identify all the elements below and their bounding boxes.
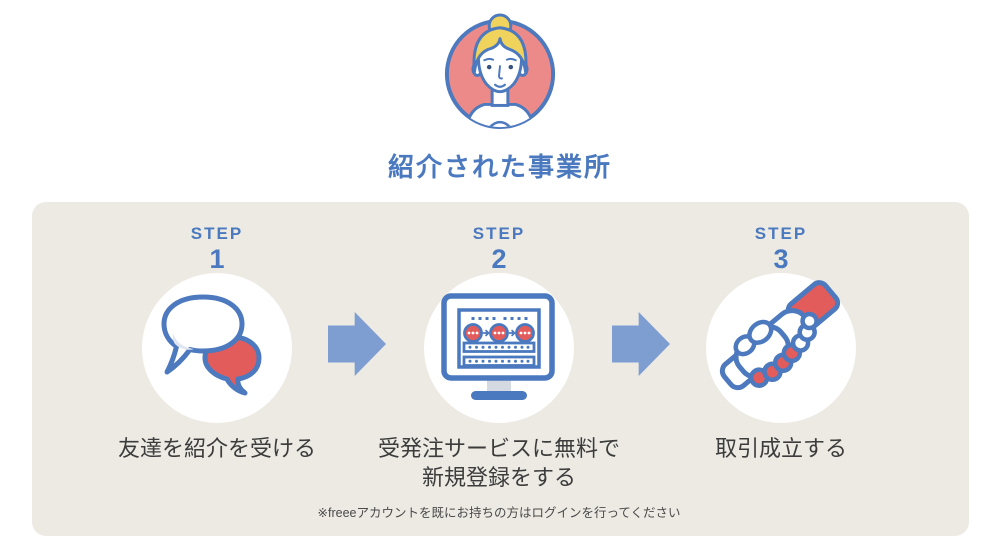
step-3-caption: 取引成立する — [714, 436, 847, 462]
step-1: STEP 1 友達を紹介を受ける — [27, 202, 407, 464]
order-service-monitor-icon — [441, 293, 555, 401]
step-2-icon-circle — [424, 273, 574, 424]
step-3-label: STEP — [754, 224, 808, 243]
step-2: STEP 2 — [309, 202, 689, 521]
step-3: STEP 3 — [591, 202, 971, 464]
handshake-icon — [719, 280, 841, 391]
step-3-icon-circle — [706, 273, 856, 424]
step-2-number: 2 — [491, 244, 507, 275]
steps-panel: STEP 1 友達を紹介を受ける STEP 2 — [32, 202, 969, 536]
step-2-caption: 受発注サービスに無料で 新規登録をする — [377, 436, 620, 490]
step-2-label: STEP — [472, 224, 526, 243]
avatar — [441, 13, 559, 131]
speech-bubbles-icon — [161, 294, 262, 396]
step-3-number: 3 — [773, 244, 789, 275]
step-2-note: ※freeeアカウントを既にお持ちの方はログインを行ってください — [317, 505, 681, 520]
step-1-number: 1 — [209, 244, 225, 275]
page-title: 紹介された事業所 — [387, 152, 612, 182]
step-1-icon-circle — [142, 273, 292, 424]
woman-avatar-icon — [444, 13, 556, 130]
step-1-caption: 友達を紹介を受ける — [117, 436, 316, 462]
step-1-label: STEP — [190, 224, 244, 243]
